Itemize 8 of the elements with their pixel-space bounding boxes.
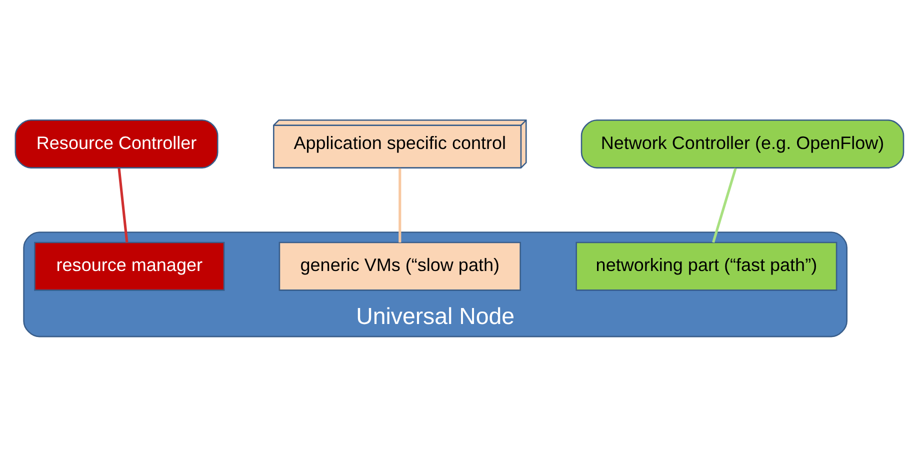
connector xyxy=(712,168,737,242)
connector xyxy=(398,168,402,242)
node-box: networking part (“fast path”) xyxy=(576,241,838,290)
node-box: Network Controller (e.g. OpenFlow) xyxy=(580,119,904,168)
connector xyxy=(118,168,128,242)
node-box: Resource Controller xyxy=(14,119,218,168)
node-box: resource manager xyxy=(34,241,225,290)
node-box: generic VMs (“slow path) xyxy=(278,241,521,290)
